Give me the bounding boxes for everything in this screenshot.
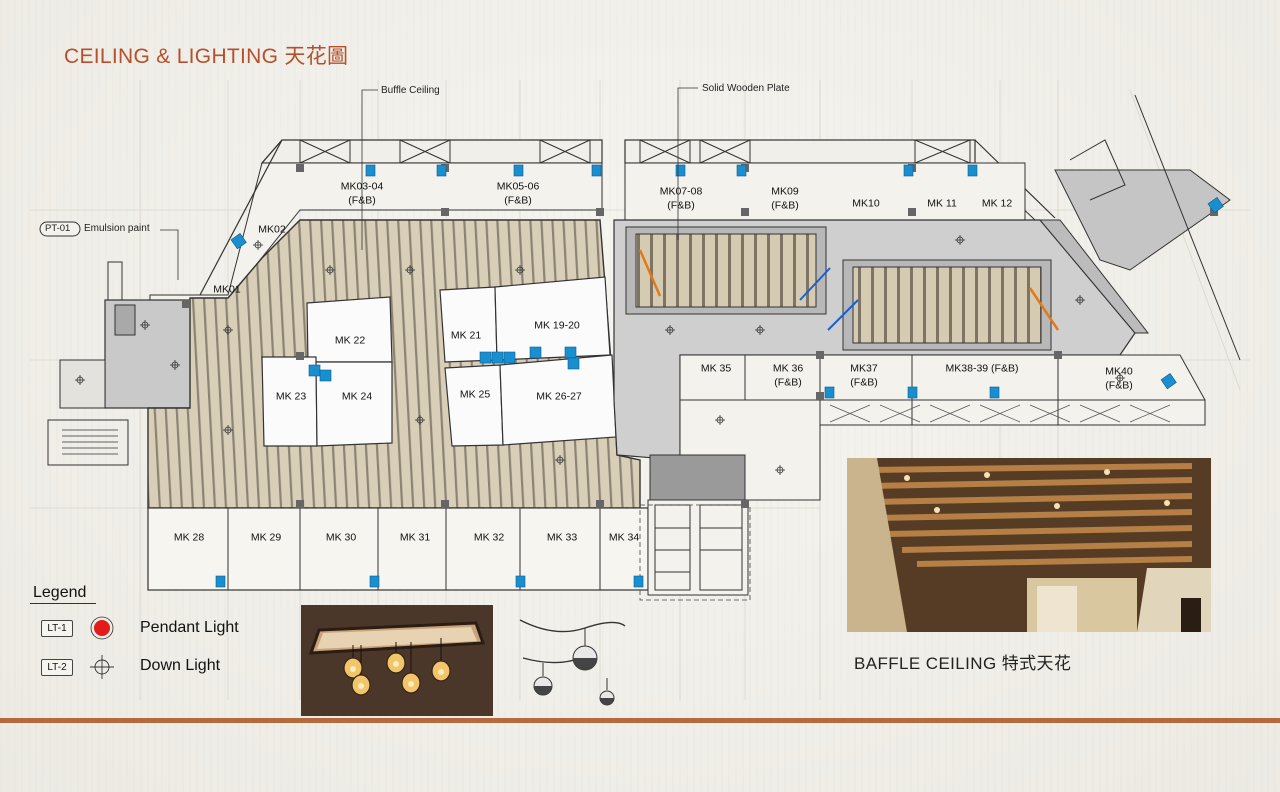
room-label: MK 30 <box>325 531 357 544</box>
room-label: MK 11 <box>927 197 957 210</box>
legend-code-lt1: LT-1 <box>41 620 73 637</box>
room-label: MK02 <box>258 223 286 236</box>
room-label: MK 32 <box>473 531 505 544</box>
dashed-zones <box>148 504 751 601</box>
room-label: MK 35 <box>700 362 732 375</box>
open-ceiling-blocks <box>261 276 617 447</box>
blue-light-markers <box>215 164 1224 588</box>
room-label: MK 12 <box>981 197 1013 210</box>
legend-code-lt2: LT-2 <box>41 659 73 676</box>
right-truss-band <box>624 139 1056 221</box>
room-label: MK05-06 <box>496 180 540 193</box>
callout-solid-wooden-plate: Solid Wooden Plate <box>702 83 790 94</box>
room-label: MK 23 <box>275 390 307 403</box>
room-sublabel: (F&B) <box>348 194 376 207</box>
room-label: MK01 <box>213 283 241 296</box>
room-label: MK 24 <box>341 390 373 403</box>
right-shop-row <box>679 354 1206 426</box>
room-label: MK 31 <box>399 531 431 544</box>
room-sublabel: (F&B) <box>1105 379 1133 392</box>
string-bulb-sketch <box>519 619 626 706</box>
legend-title: Legend <box>33 584 87 601</box>
callout-leaders <box>160 87 698 280</box>
room-label: MK 33 <box>546 531 578 544</box>
callout-pt01-text: Emulsion paint <box>84 223 150 234</box>
callout-pt01-code: PT-01 <box>45 223 71 234</box>
solid-wooden-plate-frames <box>625 226 1060 351</box>
room-sublabel: (F&B) <box>774 376 802 389</box>
room-sublabel: (F&B) <box>667 199 695 212</box>
page-title: CEILING & LIGHTING 天花圖 <box>64 45 349 68</box>
callout-buffle-ceiling: Buffle Ceiling <box>381 85 440 96</box>
room-label: MK 25 <box>459 388 491 401</box>
room-label: MK37 <box>850 362 878 375</box>
room-label: MK40 <box>1105 365 1133 378</box>
room-label: MK03-04 <box>340 180 384 193</box>
legend-underline <box>30 603 96 604</box>
pt01-badge <box>39 221 81 237</box>
room-label: MK 36 <box>772 362 804 375</box>
pendant-chandelier-photo <box>301 605 493 716</box>
room-label: MK 26-27 <box>536 390 582 403</box>
down-light-symbols <box>75 235 1125 475</box>
lower-wing <box>147 399 821 596</box>
room-sublabel: (F&B) <box>504 194 532 207</box>
room-label: MK07-08 <box>659 185 703 198</box>
footer-accent-rule <box>0 718 1280 723</box>
room-label: MK 19-20 <box>534 319 580 332</box>
baffle-ceiling-photo <box>847 458 1211 632</box>
room-label: MK10 <box>852 197 880 210</box>
room-label: MK38-39 (F&B) <box>945 362 1019 375</box>
legend-label-pendant: Pendant Light <box>140 619 239 636</box>
room-label: MK 21 <box>450 329 482 342</box>
room-sublabel: (F&B) <box>850 376 878 389</box>
room-label: MK 34 <box>608 531 640 544</box>
down-light-icon <box>90 655 114 679</box>
room-label: MK09 <box>771 185 799 198</box>
room-label: MK 28 <box>173 531 205 544</box>
pendant-light-icon <box>90 616 114 640</box>
legend-label-down-light: Down Light <box>140 657 221 674</box>
room-sublabel: (F&B) <box>771 199 799 212</box>
room-label: MK 29 <box>250 531 282 544</box>
room-label: MK 22 <box>334 334 366 347</box>
baffle-ceiling-caption: BAFFLE CEILING 特式天花 <box>854 654 1072 673</box>
